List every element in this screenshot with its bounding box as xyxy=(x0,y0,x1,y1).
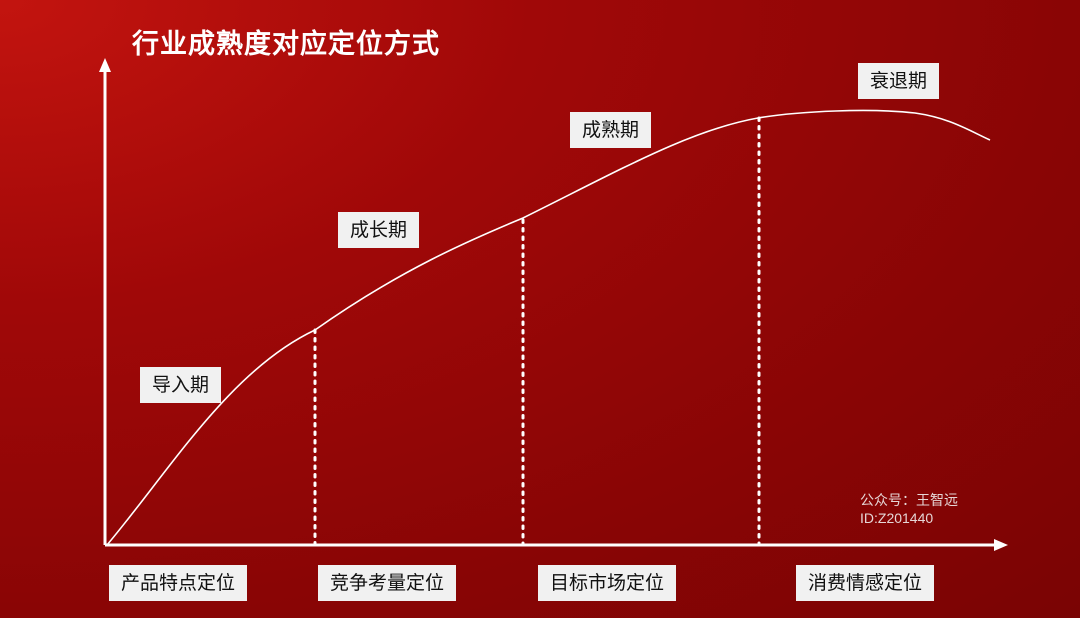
page-title: 行业成熟度对应定位方式 xyxy=(132,29,440,60)
stage-label-decline: 衰退期 xyxy=(858,63,940,99)
stage-label-introduction: 导入期 xyxy=(140,367,222,403)
stage-label-maturity: 成熟期 xyxy=(570,112,652,148)
positioning-consumer-emotion: 消费情感定位 xyxy=(796,565,935,601)
positioning-product-features: 产品特点定位 xyxy=(109,565,248,601)
positioning-competition: 竞争考量定位 xyxy=(318,565,457,601)
y-axis-arrow-icon xyxy=(99,58,111,72)
x-axis-arrow-icon xyxy=(994,539,1008,551)
watermark: 公众号：王智远 ID:Z201440 xyxy=(860,491,958,527)
lifecycle-curve xyxy=(106,109,991,546)
stage-label-growth: 成长期 xyxy=(338,212,420,248)
positioning-target-market: 目标市场定位 xyxy=(538,565,677,601)
watermark-account: 公众号：王智远 xyxy=(860,492,958,508)
watermark-id: ID:Z201440 xyxy=(860,510,934,526)
